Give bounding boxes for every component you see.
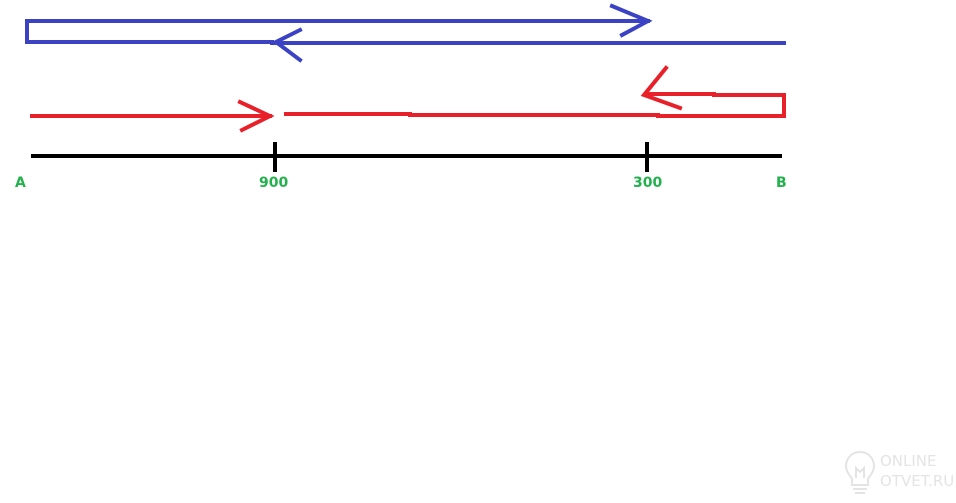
label-300: 300 — [633, 175, 663, 191]
label-a: A — [15, 175, 26, 191]
lightbulb-icon — [844, 450, 876, 494]
red-return-arrowhead — [640, 65, 683, 111]
red-path — [30, 65, 786, 133]
red-forward-line-2 — [284, 92, 786, 118]
blue-return-arrowhead — [272, 27, 303, 63]
watermark: ONLINE OTVET.RU — [842, 448, 955, 498]
axis — [31, 142, 782, 172]
label-900: 900 — [259, 175, 289, 191]
blue-path — [25, 3, 786, 63]
watermark-line1: ONLINE — [880, 452, 937, 470]
label-b: B — [776, 175, 787, 191]
blue-forward-arrowhead — [609, 3, 653, 38]
watermark-line2: OTVET.RU — [880, 472, 955, 490]
blue-forward-line — [25, 19, 650, 44]
red-forward-arrowhead — [237, 99, 275, 133]
